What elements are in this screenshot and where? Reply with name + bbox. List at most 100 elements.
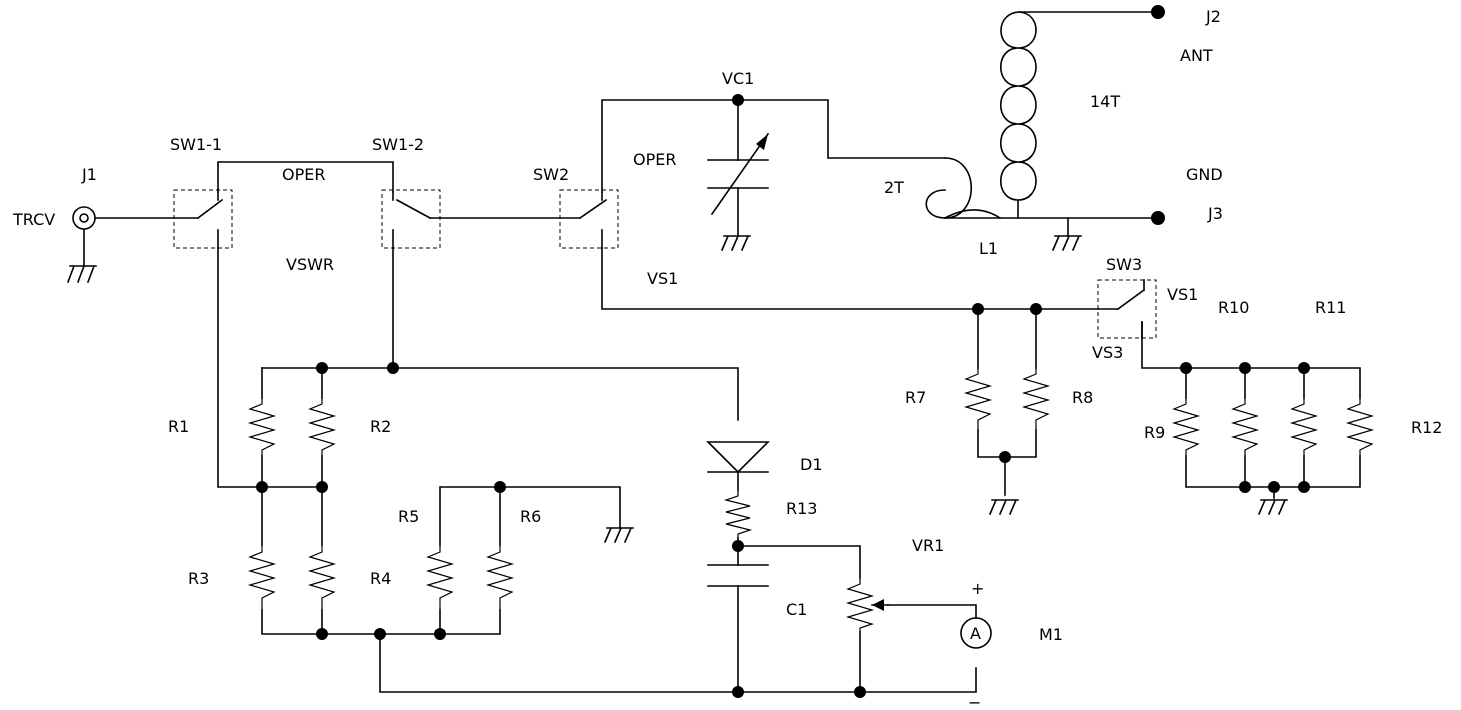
wire-wiper-meter	[887, 604, 977, 619]
ground-icon	[988, 498, 1019, 516]
label-r5: R5	[398, 507, 419, 526]
capacitor-c1	[707, 564, 769, 587]
junction-dot	[1180, 362, 1192, 374]
junction-dot	[1298, 362, 1310, 374]
wire-sw2-vc1	[601, 99, 946, 193]
potentiometer-vr1	[845, 578, 875, 632]
label-2t: 2T	[884, 178, 904, 197]
wire-sw1-1-down	[217, 247, 323, 488]
label-sw1-2: SW1-2	[372, 135, 424, 154]
junction-dot	[999, 451, 1011, 463]
junction-dot	[1030, 303, 1042, 315]
coil-14t	[999, 11, 1037, 219]
label-14t: 14T	[1090, 92, 1120, 111]
junction-dot	[316, 481, 328, 493]
label-l1: L1	[979, 239, 998, 258]
ground-icon	[603, 526, 634, 544]
resistor-r6	[485, 545, 515, 610]
junction-dot	[972, 303, 984, 315]
label-j3: J3	[1207, 204, 1223, 223]
junction-dot	[374, 628, 386, 640]
label-r2: R2	[370, 417, 391, 436]
resistor-r9	[1171, 398, 1201, 456]
resistor-r12	[1345, 398, 1375, 456]
junction-dot	[732, 540, 744, 552]
wires	[83, 11, 1361, 693]
resistor-r2	[307, 398, 337, 456]
resistor-r7	[963, 368, 993, 430]
wire-bottom-return	[379, 633, 977, 693]
label-r1: R1	[168, 417, 189, 436]
label-r12: R12	[1411, 418, 1442, 437]
label-r10: R10	[1218, 298, 1249, 317]
resistor-r11	[1289, 398, 1319, 456]
ground-icon	[1257, 498, 1288, 516]
label-r9: R9	[1144, 423, 1165, 442]
coil-2t	[925, 157, 1002, 220]
label-vswr: VSWR	[286, 255, 334, 274]
terminal-j2	[1151, 5, 1165, 19]
label-d1: D1	[800, 455, 823, 474]
resistors	[247, 368, 1375, 632]
label-minus: −	[968, 693, 981, 710]
diode-d1	[706, 441, 770, 474]
label-r3: R3	[188, 569, 209, 588]
junction-dot	[387, 362, 399, 374]
junction-dots	[256, 5, 1310, 698]
wire-oper	[217, 161, 394, 193]
junction-dot	[434, 628, 446, 640]
junction-dot	[854, 686, 866, 698]
resistor-r3	[247, 545, 277, 610]
junction-dot	[256, 481, 268, 493]
junction-dot	[732, 686, 744, 698]
label-gnd: GND	[1186, 165, 1223, 184]
junction-dot	[494, 481, 506, 493]
junction-dot	[1298, 481, 1310, 493]
label-r4: R4	[370, 569, 391, 588]
label-oper-1: OPER	[282, 165, 325, 184]
label-vs3: VS3	[1092, 343, 1123, 362]
variable-capacitor-vc1	[707, 132, 770, 216]
label-vc1: VC1	[722, 69, 754, 88]
label-sw3: SW3	[1106, 255, 1142, 274]
junction-dot	[316, 628, 328, 640]
label-j2: J2	[1205, 7, 1221, 26]
ground-icon	[1051, 234, 1082, 252]
wire-vr1-top	[737, 545, 861, 579]
label-c1: C1	[786, 600, 807, 619]
label-plus: +	[971, 579, 984, 598]
resistor-r4	[307, 545, 337, 610]
switch-sw1-2	[381, 189, 441, 249]
meter-symbol-a: A	[970, 624, 981, 643]
labels: J1 TRCV SW1-1 SW1-2 OPER VSWR SW2 OPER V…	[12, 7, 1442, 710]
junction-dot	[1239, 481, 1251, 493]
vr1-wiper-arrow	[871, 599, 889, 611]
wire-sw3-bottom	[1141, 321, 1361, 399]
meter-m1	[960, 617, 992, 649]
terminal-j3	[1151, 211, 1165, 225]
switch-sw1-1	[173, 189, 233, 249]
wire-top-bus	[261, 367, 739, 421]
label-vs1-a: VS1	[647, 269, 678, 288]
label-sw1-1: SW1-1	[170, 135, 222, 154]
label-sw2: SW2	[533, 165, 569, 184]
label-r6: R6	[520, 507, 541, 526]
label-r11: R11	[1315, 298, 1346, 317]
resistor-r1	[247, 398, 277, 456]
ground-symbols	[66, 234, 1288, 544]
wire-r5r6-top	[439, 486, 621, 546]
junction-dot	[1239, 362, 1251, 374]
label-m1: M1	[1039, 625, 1063, 644]
label-trcv: TRCV	[12, 210, 55, 229]
wire-vs1	[601, 247, 1099, 310]
label-vs1-b: VS1	[1167, 285, 1198, 304]
switch-sw3	[1097, 279, 1157, 339]
resistor-r10	[1230, 398, 1260, 456]
resistor-r13	[723, 490, 753, 538]
junction-dot	[316, 362, 328, 374]
label-r7: R7	[905, 388, 926, 407]
resistor-r8	[1021, 368, 1051, 430]
label-ant: ANT	[1180, 46, 1213, 65]
label-j1: J1	[81, 165, 97, 184]
